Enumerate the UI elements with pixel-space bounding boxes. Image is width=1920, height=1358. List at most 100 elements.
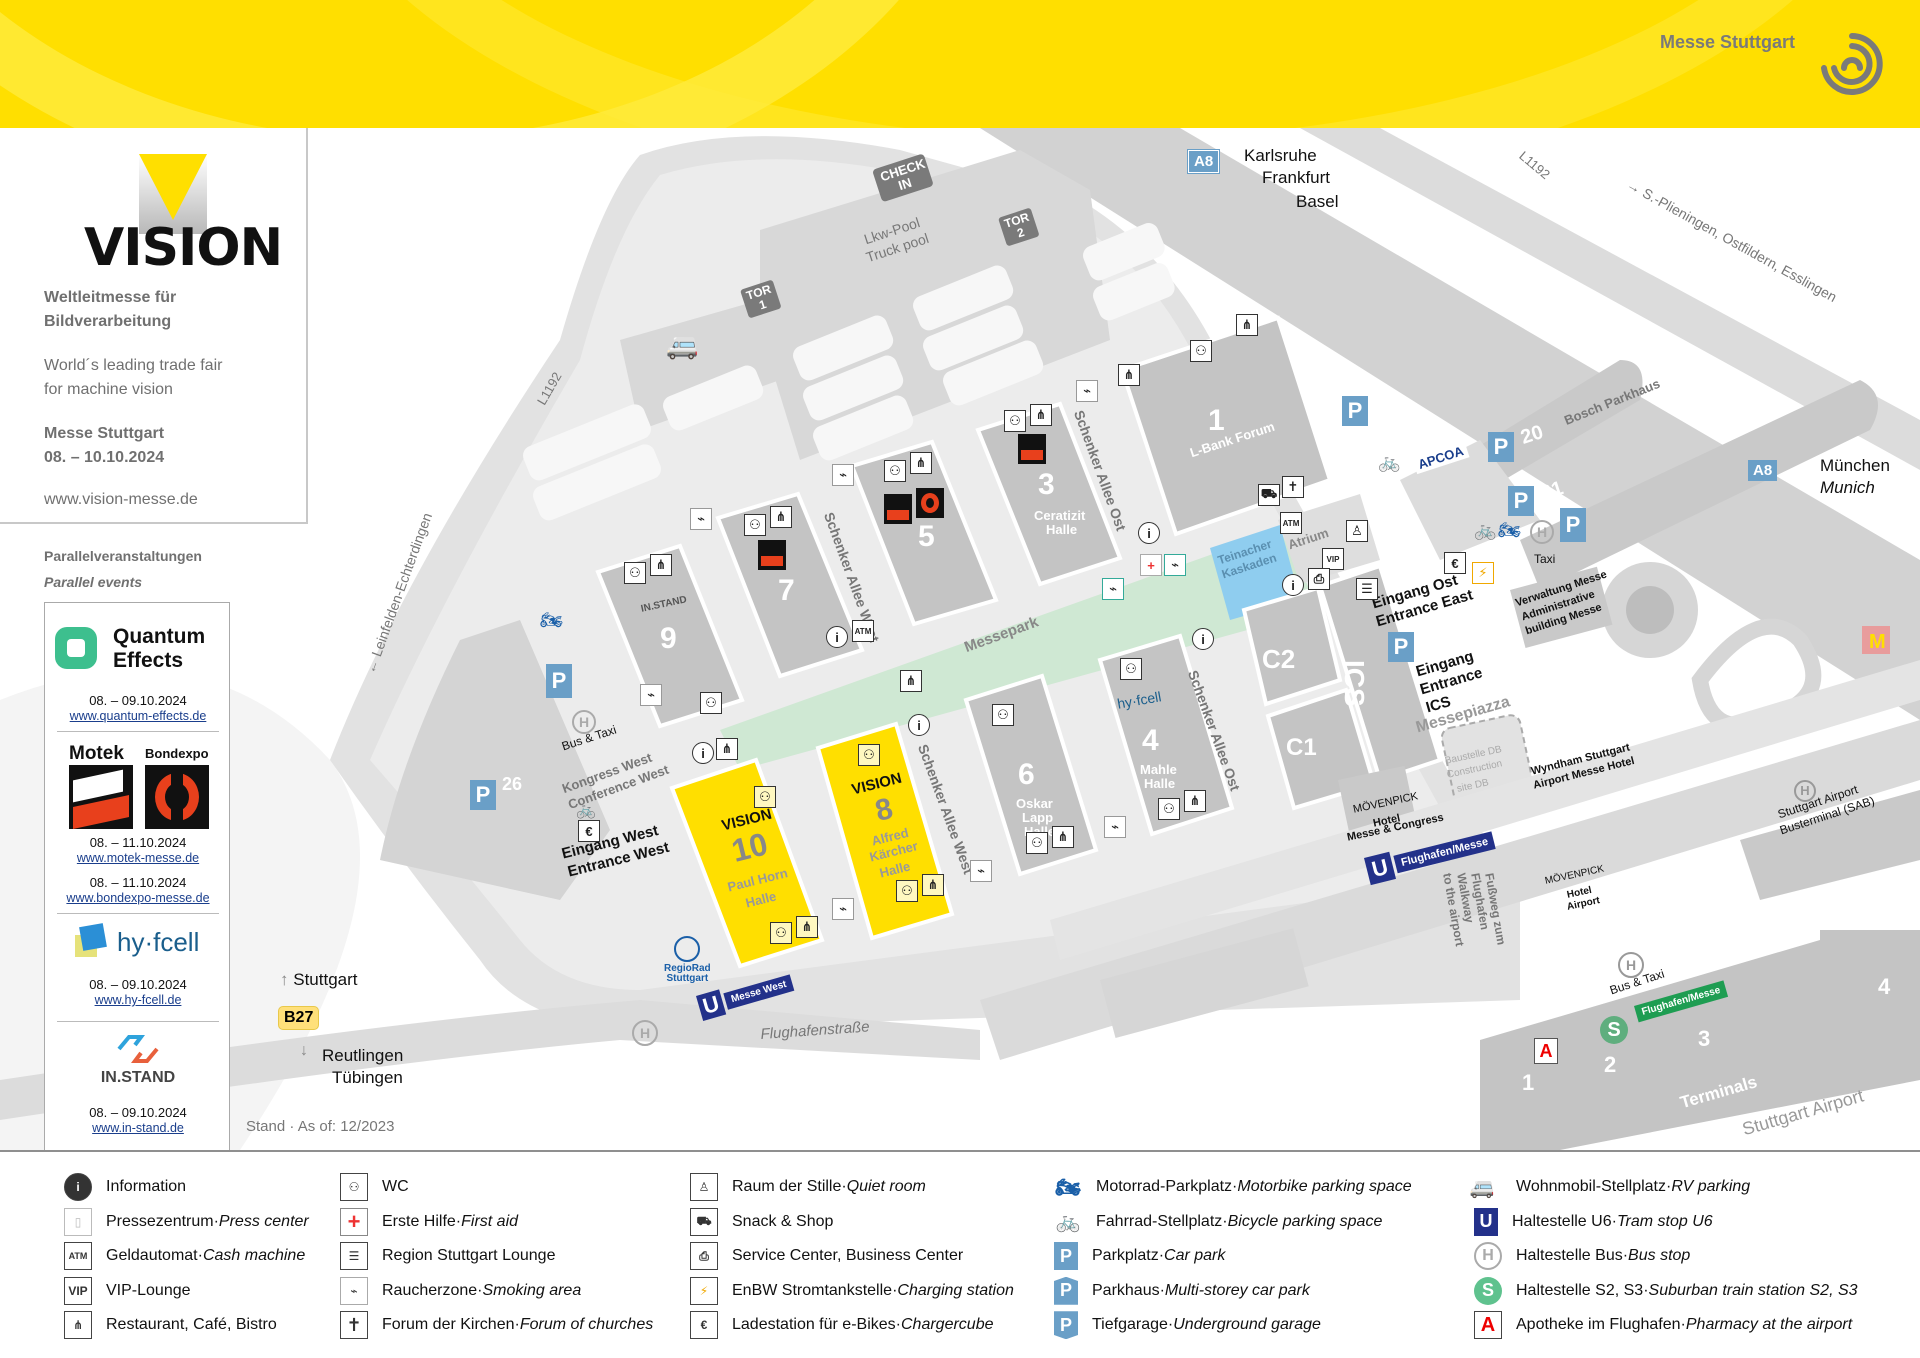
charging-station-icon: ⚡ [1472,562,1494,584]
restaurant-icon: ⋔ [1236,314,1258,336]
hy-fcell-name: hy·fcell [117,927,200,957]
information-icon[interactable]: i [1192,628,1214,650]
legend-column-4: 🏍Motorrad-Parkplatz · Motorbike parking … [1054,1170,1412,1343]
ebike-charger-icon: € [1444,552,1466,574]
hall-1-number: 1 [1208,404,1225,437]
header-banner: Messe Stuttgart [0,0,1920,128]
restaurant-icon: ⋔ [1118,364,1140,386]
s-bahn-icon: S [1600,1016,1628,1044]
atm-icon: ATM [1280,512,1302,534]
bus-stop-flughafenstrasse-icon: H [632,1020,658,1046]
restaurant-icon: ⋔ [1184,790,1206,812]
b27-road-sign: B27 [278,1006,320,1030]
bondexpo-link[interactable]: www.bondexpo-messe.de [66,891,210,905]
wc-icon: ⚇ [700,692,722,714]
information-icon[interactable]: i [1138,522,1160,544]
shopping-cart-icon: ⛟ [1258,484,1280,506]
hall-5-bondexpo-logo-icon [916,488,944,518]
wc-icon: ⚇ [754,786,776,808]
in-stand-link[interactable]: www.in-stand.de [92,1121,184,1135]
information-icon[interactable]: i [1282,574,1304,596]
bus-parking-west-icon: P [546,664,572,698]
quantum-effects-link[interactable]: www.quantum-effects.de [69,709,207,723]
divider [57,731,219,732]
information-icon[interactable]: i [908,714,930,736]
legend-item-service-center: ⎙Service Center, Business Center [690,1239,1014,1274]
restaurant-icon: ⋔ [1030,404,1052,426]
parking-icon: P [1054,1242,1078,1271]
hall-5-number: 5 [918,520,935,553]
divider [57,913,219,914]
motek-name: Motek [69,743,124,764]
direction-munich: Munich [1820,478,1875,497]
charging-station-icon: ⚡ [690,1276,718,1305]
bicycle-icon: 🚲 [576,802,596,819]
motorbike-icon: 🏍 [1054,1173,1082,1202]
information-icon[interactable]: i [692,742,714,764]
hall-5-motek-logo-icon [884,494,912,524]
arrow-up-icon: ↑ [280,970,294,989]
wc-icon: ⚇ [770,922,792,944]
restaurant-icon: ⋔ [716,738,738,760]
restaurant-icon: ⋔ [922,874,944,896]
website-link[interactable]: www.vision-messe.de [44,491,198,508]
terminal-4-label: 4 [1878,974,1891,999]
hall-c1-number: C1 [1286,734,1317,761]
restaurant-icon: ⋔ [910,452,932,474]
hy-fcell-link[interactable]: www.hy-fcell.de [94,993,182,1007]
printer-icon: ⎙ [1308,568,1330,590]
legend-item-snack-shop: ⛟Snack & Shop [690,1205,1014,1240]
bus-stop-icon: H [1474,1242,1502,1271]
motek-dates: 08. – 11.10.2024 [89,835,187,850]
a8-shield-east: A8 [1748,460,1778,481]
hy-fcell-dates: 08. – 09.10.2024 [89,977,187,992]
restaurant-icon: ⋔ [796,916,818,938]
hall-6-number: 6 [1018,758,1035,791]
motek-link[interactable]: www.motek-messe.de [76,851,200,865]
terminal-2-label: 2 [1604,1052,1617,1077]
smoking-icon: ⌁ [1104,816,1126,838]
venue-map: M [0,128,1920,1150]
information-icon[interactable]: i [826,626,848,648]
wc-icon: ⚇ [992,704,1014,726]
terminal-1-label: 1 [1522,1070,1535,1095]
wc-icon: ⚇ [340,1173,368,1202]
restaurant-icon: ⋔ [650,554,672,576]
wc-icon: ⚇ [896,880,918,902]
terminal-3-label: 3 [1698,1026,1711,1051]
legend-item-press-center: ▯Pressezentrum · Press center [64,1205,309,1240]
legend-item-rv: 🚐Wohnmobil-Stellplatz · RV parking [1462,1170,1858,1205]
hall-ics-number: ICS [1339,660,1370,707]
vision-wordmark: VISION [84,218,283,278]
u-bahn-icon: U [1474,1207,1498,1236]
wc-icon: ⚇ [884,460,906,482]
legend-item-ebike: €Ladestation für e-Bikes · Chargercube [690,1308,1014,1343]
taxi-label: Taxi [1534,552,1556,566]
legend-item-charging: ⚡EnBW Stromtankstelle · Charging station [690,1274,1014,1309]
s-bahn-icon: S [1474,1276,1502,1305]
bicycle-icon: 🚲 [1378,452,1401,472]
hall-6-name-1: Oskar [1016,796,1053,811]
hall-3-number: 3 [1038,468,1055,501]
pharmacy-icon: A [1534,1038,1558,1064]
rv-icon: 🚐 [1462,1173,1502,1202]
lounge-icon: ☰ [1356,578,1378,600]
legend-item-bicycle: 🚲Fahrrad-Stellplatz · Bicycle parking sp… [1054,1205,1412,1240]
svg-text:M: M [1869,631,1886,653]
ebike-charger-icon: € [578,820,600,842]
quiet-room-icon: ♙ [690,1173,718,1202]
press-center-icon: ▯ [64,1207,92,1236]
first-aid-icon: + [1140,554,1162,576]
parking-garage-22-23-icon: P [1388,632,1414,662]
motek-logo-icon [69,765,133,829]
parking-garage-20-icon: P [1488,432,1514,462]
bondexpo-dates: 08. – 11.10.2024 [89,875,187,890]
printer-icon: ⎙ [690,1242,718,1271]
wc-icon: ⚇ [1158,798,1180,820]
